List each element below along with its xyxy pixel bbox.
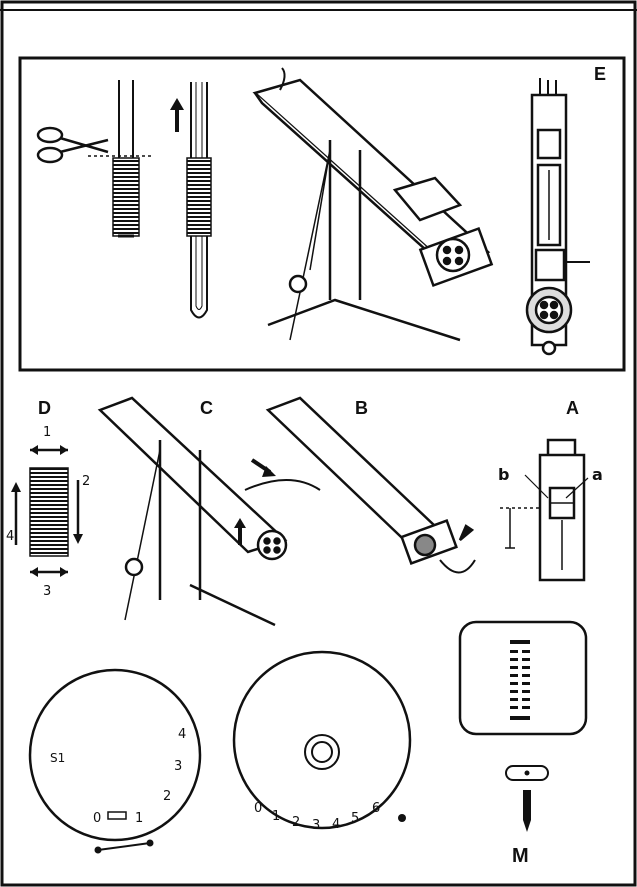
length-mark-3: 3 — [174, 759, 182, 774]
panel-m-label: M — [512, 845, 529, 867]
panel-d-label: D — [38, 398, 51, 418]
callout-b: b — [498, 465, 509, 484]
panel-b-label: B — [355, 398, 368, 418]
step-3-label: 3 — [43, 584, 51, 599]
step-4-label: 4 — [6, 529, 14, 544]
length-mark-0: 0 — [93, 811, 101, 826]
panel-a-label: A — [566, 398, 579, 418]
panel-d — [11, 445, 83, 577]
length-mark-4: 4 — [178, 727, 186, 742]
width-mark-6: 6 — [372, 801, 380, 816]
width-mark-4: 4 — [332, 817, 340, 832]
buttonhole-pattern-selector — [460, 622, 586, 734]
panel-c-label: C — [200, 398, 213, 418]
width-mark-0: 0 — [254, 801, 262, 816]
panel-e-label: E — [594, 64, 606, 84]
step-2-label: 2 — [82, 474, 90, 489]
panel-b — [268, 398, 475, 573]
step-1-label: 1 — [43, 425, 51, 440]
length-mark-1: 1 — [135, 811, 143, 826]
buttonhole-sequence-stitch — [30, 468, 68, 556]
panel-a — [500, 440, 588, 580]
panel-e: E — [20, 58, 624, 370]
length-mark-s1: S1 — [50, 751, 65, 765]
width-mark-5: 5 — [351, 811, 359, 826]
panel-c — [100, 398, 320, 625]
needle-position-indicator — [506, 766, 548, 832]
length-mark-2: 2 — [163, 789, 171, 804]
width-mark-1: 1 — [272, 809, 280, 824]
callout-a: a — [592, 465, 603, 484]
width-mark-2: 2 — [292, 815, 300, 830]
width-mark-3: 3 — [312, 818, 320, 833]
